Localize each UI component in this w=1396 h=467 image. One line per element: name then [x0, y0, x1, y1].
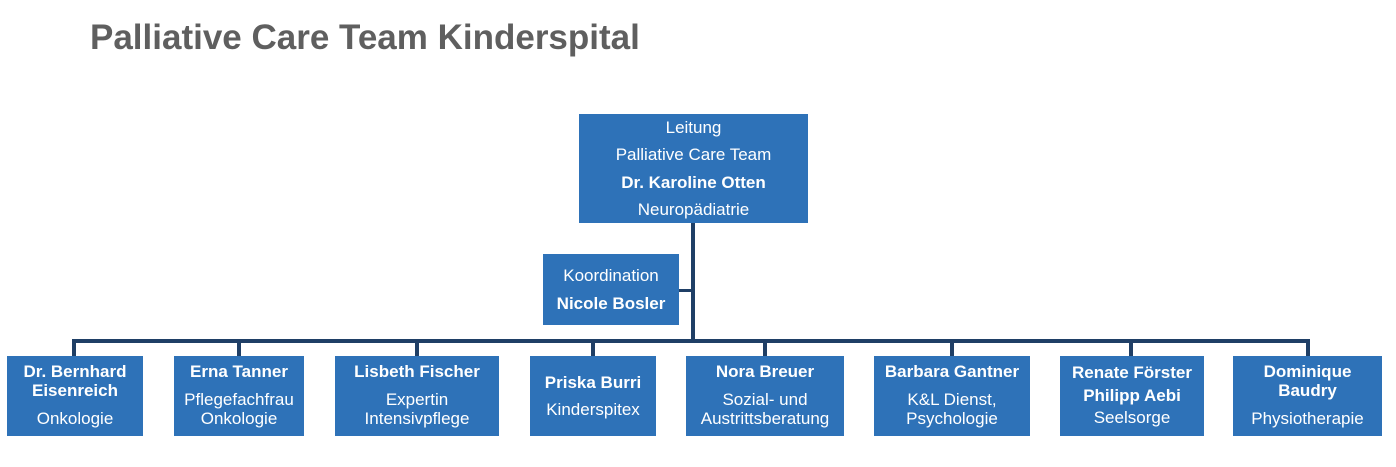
member-role-2: Onkologie	[200, 409, 278, 429]
member-name: Lisbeth Fischer	[354, 362, 480, 381]
coordination-label: Koordination	[563, 266, 659, 286]
head-box: Leitung Palliative Care Team Dr. Karolin…	[579, 114, 808, 223]
member-box-8: Dominique Baudry Physiotherapie	[1233, 356, 1382, 436]
member-name: Nora Breuer	[715, 362, 815, 381]
connector-member-8	[1306, 339, 1310, 356]
head-line2: Palliative Care Team	[615, 145, 772, 165]
connector-head-vertical	[691, 222, 695, 342]
head-name: Dr. Karoline Otten	[621, 172, 766, 192]
member-name-2: Eisenreich	[32, 381, 118, 401]
connector-coordination-stub	[679, 289, 693, 292]
member-box-1: Dr. Bernhard Eisenreich Onkologie	[7, 356, 143, 436]
connector-horizontal-bus	[72, 339, 1310, 343]
member-name: Dr. Bernhard	[23, 362, 127, 381]
connector-member-7	[1129, 339, 1133, 356]
member-name: Priska Burri	[544, 372, 642, 392]
member-role: Onkologie	[36, 409, 114, 429]
member-role: Seelsorge	[1093, 408, 1171, 428]
member-name-2: Philipp Aebi	[1083, 385, 1181, 405]
page-title: Palliative Care Team Kinderspital	[90, 18, 640, 57]
member-name: Renate Förster	[1072, 362, 1192, 382]
member-role: Kinderspitex	[546, 400, 640, 419]
member-box-6: Barbara Gantner K&L Dienst, Psychologie	[874, 356, 1030, 436]
member-box-7: Renate Förster Philipp Aebi Seelsorge	[1060, 356, 1204, 436]
member-role: Physiotherapie	[1251, 409, 1364, 429]
member-box-2: Erna Tanner Pflegefachfrau Onkologie	[174, 356, 304, 436]
member-role-2: Psychologie	[906, 409, 998, 429]
member-box-3: Lisbeth Fischer Expertin Intensivpflege	[335, 356, 499, 436]
coordination-box: Koordination Nicole Bosler	[543, 254, 679, 325]
member-name: Erna Tanner	[190, 362, 288, 381]
member-name: Barbara Gantner	[884, 362, 1020, 381]
member-role: K&L Dienst,	[907, 390, 997, 410]
member-role-2: Intensivpflege	[364, 409, 470, 429]
member-name-2: Baudry	[1278, 381, 1337, 401]
connector-member-5	[763, 339, 767, 356]
member-box-4: Priska Burri Kinderspitex	[530, 356, 656, 436]
member-role: Expertin	[385, 390, 449, 410]
member-box-5: Nora Breuer Sozial- und Austrittsberatun…	[686, 356, 844, 436]
connector-member-6	[950, 339, 954, 356]
member-name: Dominique	[1263, 362, 1352, 381]
member-role-2: Austrittsberatung	[700, 409, 830, 429]
connector-member-3	[415, 339, 419, 356]
member-role: Sozial- und	[722, 390, 808, 410]
coordination-name: Nicole Bosler	[556, 293, 666, 313]
connector-member-4	[591, 339, 595, 356]
head-line1: Leitung	[665, 118, 722, 138]
member-role: Pflegefachfrau	[184, 390, 294, 410]
head-role: Neuropädiatrie	[637, 199, 750, 219]
connector-member-1	[72, 339, 76, 356]
connector-member-2	[237, 339, 241, 356]
